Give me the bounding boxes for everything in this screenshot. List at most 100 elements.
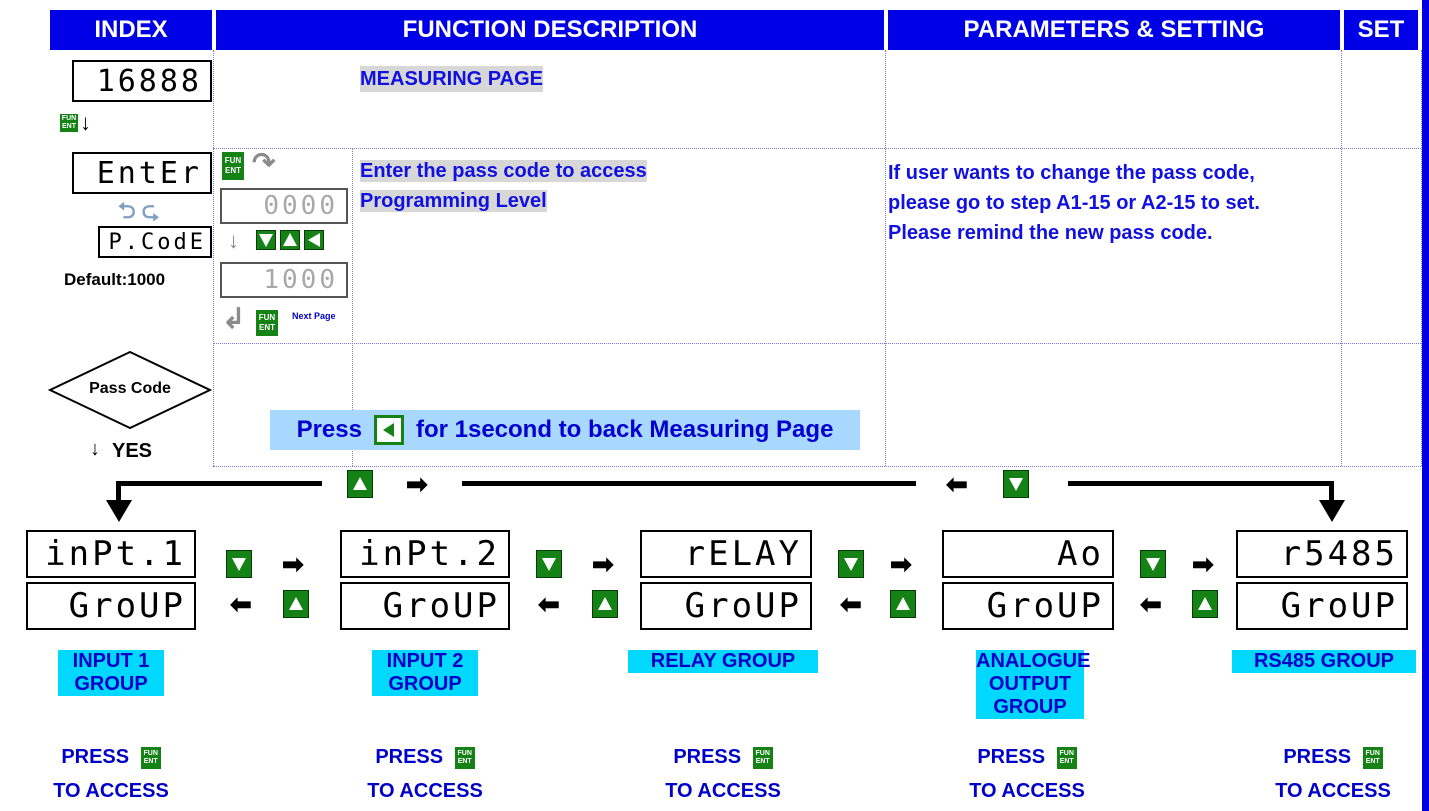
up-key-icon (280, 230, 300, 250)
diamond-label: Pass Code (89, 380, 171, 397)
group-label-rs485: RS485 GROUP (1232, 650, 1416, 673)
pcode-display: P.CodE (98, 226, 212, 258)
right-arrow-icon: ➡ (406, 469, 428, 499)
pass-code-decision-diamond (48, 350, 212, 430)
group-top-display: inPt.1 (26, 530, 196, 578)
enter-description-line2: Programming Level (360, 190, 547, 212)
down-key-icon (536, 550, 562, 578)
header-divider (884, 10, 888, 50)
left-arrow-icon: ⬅ (946, 469, 968, 499)
to-access-label: TO ACCESS (367, 780, 483, 802)
down-key-icon (838, 550, 864, 578)
return-arrow-icon: ↲ (222, 303, 246, 334)
group-top-display: r5485 (1236, 530, 1408, 578)
right-arrow-icon: ➡ (282, 549, 304, 579)
group-bottom-display: GroUP (1236, 582, 1408, 630)
up-key-icon (283, 590, 309, 618)
header-set: SET (1344, 10, 1418, 50)
left-key-icon (304, 230, 324, 250)
group-bottom-display: GroUP (26, 582, 196, 630)
pass-code-entry-display: 0000 (220, 188, 348, 224)
down-arrowhead-icon (106, 500, 132, 522)
flow-line (1068, 481, 1334, 486)
up-key-icon (592, 590, 618, 618)
up-key-icon (347, 470, 373, 498)
cycle-arrows-icon: ⮌ ⮎ (118, 198, 160, 223)
group-label-relay: RELAY GROUP (628, 650, 818, 673)
group-top-display: inPt.2 (340, 530, 510, 578)
to-access-label: TO ACCESS (665, 780, 781, 802)
header-index: INDEX (50, 10, 212, 50)
group-top-display: Ao (942, 530, 1114, 578)
banner-text: for 1second to back Measuring Page (415, 416, 834, 443)
turn-right-arrow-icon: ↷ (252, 147, 276, 178)
down-arrow-icon: ↓ (80, 110, 91, 135)
measuring-description: MEASURING PAGE (360, 66, 543, 92)
down-arrow-icon: ↓ (90, 438, 100, 460)
right-arrow-icon: ➡ (592, 549, 614, 579)
right-arrow-icon: ➡ (890, 549, 912, 579)
grid-line (352, 148, 353, 466)
grid-line (885, 50, 886, 466)
down-arrow-icon: ↓ (228, 228, 239, 253)
grid-line (213, 50, 214, 466)
left-arrow-icon: ⬅ (840, 589, 862, 619)
grid-line (1421, 50, 1422, 466)
grid-line (213, 466, 1421, 467)
down-key-icon (226, 550, 252, 578)
pass-code-parameter-note: If user wants to change the pass code, p… (888, 162, 1260, 244)
group-label-analogue: ANALOGUE OUTPUT GROUP (976, 650, 1091, 719)
down-key-icon (256, 230, 276, 250)
measuring-display: 16888 (72, 60, 212, 102)
flow-line (1329, 481, 1334, 505)
flow-line (116, 481, 121, 505)
group-top-display: rELAY (640, 530, 812, 578)
yes-label: YES (112, 440, 153, 462)
group-label-input2: INPUT 2 GROUP (372, 650, 478, 696)
back-to-measuring-banner: Press for 1second to back Measuring Page (270, 410, 860, 450)
right-arrow-icon: ➡ (1192, 549, 1214, 579)
grid-line (213, 343, 1421, 344)
to-access-label: TO ACCESS (1275, 780, 1391, 802)
header-divider (212, 10, 216, 50)
header-function-description: FUNCTION DESCRIPTION (216, 10, 884, 50)
group-bottom-display: GroUP (640, 582, 812, 630)
down-key-icon (1140, 550, 1166, 578)
left-arrow-icon: ⬅ (230, 589, 252, 619)
pass-code-default-display: 1000 (220, 262, 348, 298)
up-key-icon (890, 590, 916, 618)
up-key-icon (1192, 590, 1218, 618)
grid-line (213, 148, 1421, 149)
header-divider (1340, 10, 1344, 50)
down-arrowhead-icon (1319, 500, 1345, 522)
header-parameters: PARAMETERS & SETTING (888, 10, 1340, 50)
flow-line (116, 481, 322, 486)
left-key-icon (373, 415, 404, 445)
down-key-icon (1003, 470, 1029, 498)
next-page-label: Next Page (292, 311, 336, 321)
enter-display: EntEr (72, 152, 212, 194)
default-label: Default:1000 (64, 270, 166, 289)
group-label-input1: INPUT 1 GROUP (58, 650, 164, 696)
to-access-label: TO ACCESS (53, 780, 169, 802)
group-bottom-display: GroUP (340, 582, 510, 630)
left-arrow-icon: ⬅ (1140, 589, 1162, 619)
group-bottom-display: GroUP (942, 582, 1114, 630)
grid-line (1341, 50, 1342, 466)
enter-description-line1: Enter the pass code to access (360, 160, 647, 182)
banner-press: Press (296, 416, 362, 443)
flow-line (462, 481, 916, 486)
